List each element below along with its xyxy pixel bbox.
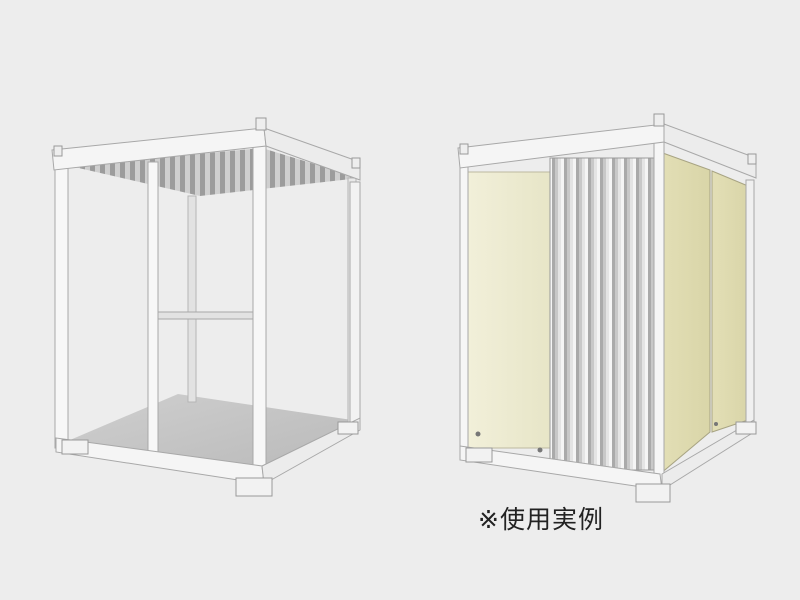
lifting-lug: [53, 145, 63, 157]
corner-foot: [635, 483, 671, 503]
top-beam-side: [663, 123, 757, 179]
panel-bolt: [537, 447, 543, 453]
top-beam-side: [263, 127, 361, 181]
cross-bar: [151, 311, 263, 320]
corner-post: [745, 179, 755, 427]
side-panel: [659, 151, 711, 476]
lifting-lug: [351, 157, 361, 169]
lifting-lug: [255, 117, 267, 131]
front-curtain: [549, 157, 655, 471]
lifting-lug: [747, 153, 757, 165]
corner-foot: [61, 439, 89, 455]
lifting-lug: [653, 113, 665, 127]
floor-plate: [70, 394, 352, 474]
front-post: [54, 164, 69, 449]
corner-foot: [235, 477, 273, 497]
corner-post: [459, 159, 469, 461]
corner-post: [653, 137, 665, 485]
side-post: [349, 181, 361, 427]
empty-frame-unit: [51, 117, 361, 497]
paneled-unit-with-curtain: [457, 113, 757, 503]
panel-bolt: [714, 422, 718, 426]
front-post: [252, 141, 267, 483]
side-panel: [711, 170, 749, 433]
front-panel: [465, 171, 551, 449]
corner-foot: [337, 421, 359, 435]
back-post: [187, 195, 197, 403]
panel-bolt: [475, 431, 481, 437]
usage-example-caption: ※使用実例: [478, 505, 604, 534]
lifting-lug: [459, 143, 469, 155]
corner-foot: [465, 447, 493, 463]
front-post: [147, 161, 159, 455]
corner-foot: [735, 421, 757, 435]
